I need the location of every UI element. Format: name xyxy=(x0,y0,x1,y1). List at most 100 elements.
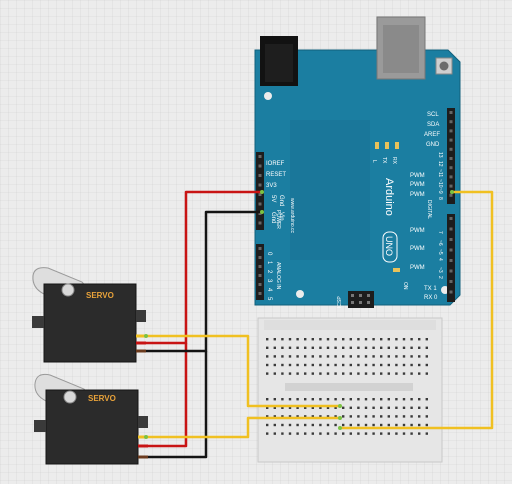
pin-hole xyxy=(281,423,284,427)
pin-hole xyxy=(380,355,383,358)
pin-label: 7 xyxy=(437,231,443,234)
pin-hole xyxy=(296,346,299,349)
pin-hole xyxy=(364,432,368,435)
pin-hole xyxy=(349,423,352,427)
servo-body xyxy=(45,389,139,465)
analog-pin-labels: 0 1 2 3 4 5 xyxy=(266,252,272,301)
pin-hole xyxy=(402,406,406,409)
pin-label: 1 xyxy=(266,261,272,265)
pin-hole xyxy=(418,372,421,375)
pin-hole xyxy=(357,338,360,341)
breadboard-holes xyxy=(266,338,428,435)
pin-hole xyxy=(364,398,368,401)
pin-label: SCL xyxy=(427,112,439,118)
pin-hole xyxy=(258,164,262,168)
pin-hole xyxy=(410,432,413,435)
pin-hole xyxy=(449,111,453,114)
pin-hole xyxy=(425,423,428,427)
pin-hole xyxy=(258,274,262,277)
power-jack-shadow xyxy=(265,44,293,82)
pin-hole xyxy=(296,398,299,401)
pin-hole xyxy=(449,129,453,133)
pin-hole xyxy=(296,338,299,341)
reset-button-cap xyxy=(439,61,449,71)
pin-hole xyxy=(357,346,360,349)
pin-hole xyxy=(258,256,262,259)
pin-hole xyxy=(418,346,421,349)
pin-hole xyxy=(311,363,314,367)
pin-hole xyxy=(296,372,299,375)
pin-hole xyxy=(311,423,314,427)
pin-hole xyxy=(357,423,360,427)
pin-label: 3V3 xyxy=(266,183,277,189)
pin-label: ~5 xyxy=(437,249,443,255)
pin-hole xyxy=(326,415,330,418)
pin-hole xyxy=(326,432,330,435)
pin-hole xyxy=(273,423,276,427)
pin-hole xyxy=(288,398,292,401)
pin-hole xyxy=(449,238,453,241)
pin-hole xyxy=(425,406,428,409)
pin-hole xyxy=(273,338,276,341)
wire-end xyxy=(338,426,342,430)
pin-hole xyxy=(425,363,428,367)
pin-hole xyxy=(342,406,345,409)
pin-label: ~10 xyxy=(437,179,443,188)
pin-label: ~3 xyxy=(437,267,443,273)
pin-hole xyxy=(357,372,360,375)
wire-end xyxy=(260,210,264,214)
pin-hole xyxy=(351,294,354,297)
pwm-label: PWM xyxy=(410,192,425,198)
pin-hole xyxy=(357,432,360,435)
pin-hole xyxy=(273,415,276,418)
wire-end xyxy=(338,404,342,408)
pin-hole xyxy=(349,338,352,341)
pin-hole xyxy=(349,406,352,409)
pin-hole xyxy=(304,363,307,367)
pin-hole xyxy=(395,372,398,375)
servo-mount-right xyxy=(138,416,148,428)
mount-hole xyxy=(296,290,304,298)
wire-5v-red-servo2 xyxy=(146,343,188,448)
board-chip-area xyxy=(290,120,370,260)
pin-hole xyxy=(288,372,292,375)
pin-hole xyxy=(311,346,314,349)
pin-hole xyxy=(449,193,453,197)
pin-label: Gnd xyxy=(270,212,276,223)
pin-hole xyxy=(372,398,375,401)
pin-hole xyxy=(326,355,330,358)
pin-label: 2 xyxy=(437,276,443,279)
pin-hole xyxy=(410,372,413,375)
pin-hole xyxy=(258,193,262,196)
pin-hole xyxy=(364,346,368,349)
pin-hole xyxy=(449,280,453,283)
pin-hole xyxy=(304,346,307,349)
pin-label: ~11 xyxy=(437,169,443,177)
pin-hole xyxy=(425,415,428,418)
pin-hole xyxy=(288,346,292,349)
pin-hole xyxy=(281,432,284,435)
pin-hole xyxy=(372,338,375,341)
pin-hole xyxy=(372,423,375,427)
pin-label: 12 xyxy=(437,161,443,167)
pin-label: RESET xyxy=(266,172,286,178)
pin-label: Vin xyxy=(278,212,284,221)
pin-hole xyxy=(334,415,337,418)
pin-hole xyxy=(319,406,322,409)
pin-hole xyxy=(326,338,330,341)
digital-header-bottom xyxy=(447,214,455,302)
pin-hole xyxy=(410,355,413,358)
pin-hole xyxy=(372,363,375,367)
pin-hole xyxy=(266,346,269,349)
pin-hole xyxy=(326,406,330,409)
pin-hole xyxy=(357,355,360,358)
pin-hole xyxy=(342,355,345,358)
wire-end xyxy=(338,416,342,420)
pin-hole xyxy=(334,346,337,349)
pin-hole xyxy=(342,363,345,367)
pin-label: 4 xyxy=(266,288,272,292)
pin-hole xyxy=(311,398,314,401)
pin-hole xyxy=(319,372,322,375)
pin-hole xyxy=(258,283,262,286)
